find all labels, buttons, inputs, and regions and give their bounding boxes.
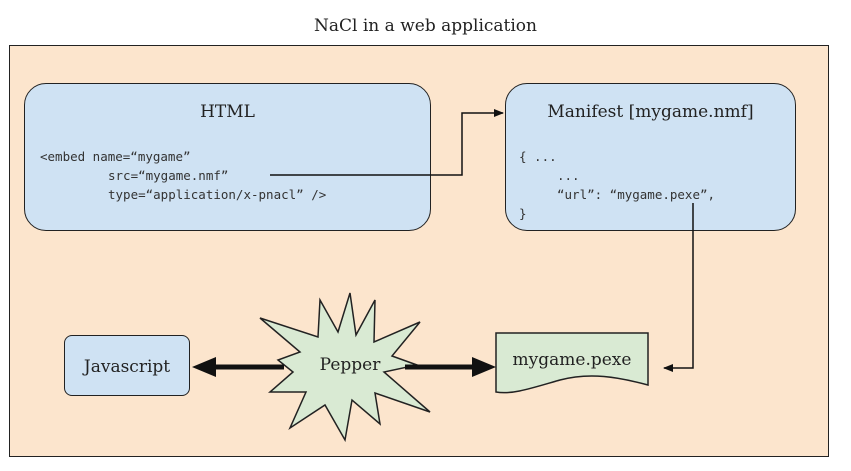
- js-pepper-arrowhead: [192, 357, 216, 377]
- html-box: [24, 83, 431, 231]
- pepper-label: Pepper: [319, 355, 381, 375]
- html-code-line: <embed name=“mygame”: [40, 149, 191, 164]
- manifest-box: [505, 83, 796, 231]
- html-code-line: type=“application/x-pnacl” />: [108, 187, 327, 202]
- javascript-label: Javascript: [83, 357, 171, 377]
- manifest-code-line: }: [519, 206, 527, 221]
- pexe-label: mygame.pexe: [512, 350, 632, 370]
- url-to-pexe-connector: [663, 203, 694, 372]
- src-to-manifest-connector: [270, 109, 504, 176]
- pexe-document-shape: [495, 332, 649, 394]
- manifest-code-line: “url”: “mygame.pexe”,: [557, 187, 716, 202]
- manifest-code-line: { ...: [519, 149, 557, 164]
- html-code-line: src=“mygame.nmf”: [108, 168, 229, 183]
- html-box-title: HTML: [200, 102, 255, 122]
- pepper-pexe-arrowhead: [472, 357, 496, 377]
- diagram-title: NaCl in a web application: [314, 16, 537, 36]
- pepper-starburst: [259, 292, 431, 443]
- javascript-box: [64, 335, 190, 396]
- manifest-box-title: Manifest [mygame.nmf]: [547, 102, 754, 122]
- manifest-code-line: ...: [557, 168, 580, 183]
